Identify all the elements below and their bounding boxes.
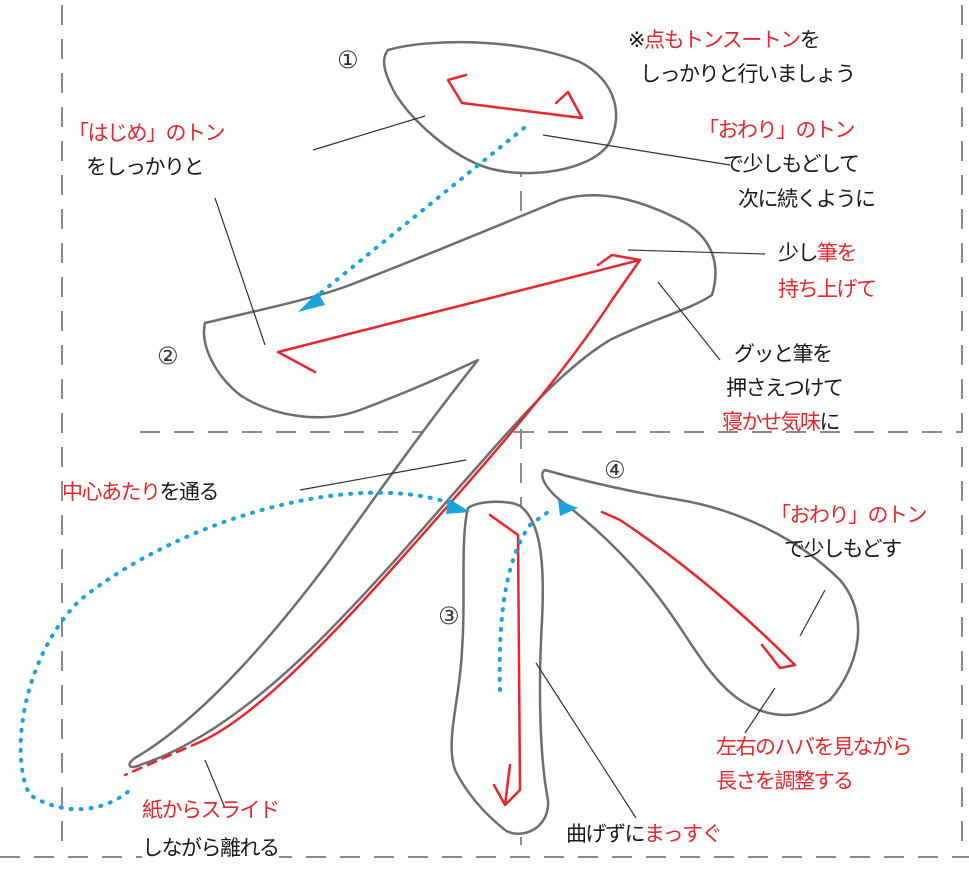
- lift-line1-highlight: 筆を: [817, 241, 856, 265]
- press-line3: 寝かせ気味に: [722, 409, 839, 436]
- note-top-line2: しっかりと行いましょう: [640, 61, 855, 88]
- press-line2: 押さえつけて: [726, 375, 842, 402]
- press-line3-highlight: 寝かせ気味: [722, 410, 820, 434]
- stroke-number-3: ③: [438, 603, 460, 629]
- hajime-highlight: 「はじめ」のトン: [68, 120, 224, 147]
- owari-4-highlight: 「おわり」のトン: [770, 502, 926, 529]
- lift-line1-plain: 少し: [778, 241, 817, 265]
- lift-line2: 持ち上げて: [778, 276, 876, 303]
- straight-label: 曲げずにまっすぐ: [566, 821, 721, 848]
- slide-line1: 紙からスライド: [142, 797, 279, 824]
- owari-1-line2: で少しもどして: [723, 151, 858, 178]
- note-top-highlight: 点もトンスートン: [644, 28, 800, 52]
- owari-4-line2: で少しもどす: [784, 536, 901, 563]
- leader-stroke-1-left: [313, 116, 425, 150]
- slide-line2: しながら離れる: [142, 835, 279, 862]
- center-suffix: を通る: [160, 480, 219, 504]
- note-top-suffix: を: [800, 28, 820, 52]
- note-top-prefix: ※: [628, 28, 644, 52]
- hajime-line2: をしっかりと: [86, 154, 203, 181]
- straight-plain: 曲げずに: [566, 822, 644, 846]
- center-label: 中心あたりを通る: [62, 479, 218, 506]
- press-line1: グッと筆を: [734, 341, 832, 368]
- arrowhead-to-stroke-3: [446, 498, 470, 514]
- balance-line1: 左右のハバを見ながら: [716, 734, 911, 761]
- note-top: ※点もトンスートンを: [628, 27, 819, 54]
- stroke-number-4: ④: [604, 457, 626, 483]
- stroke-number-1: ①: [337, 47, 359, 73]
- leader-straight: [536, 663, 636, 818]
- stroke-number-2: ②: [157, 343, 179, 369]
- center-highlight: 中心あたり: [62, 480, 160, 504]
- owari-1-highlight: 「おわり」のトン: [698, 117, 854, 144]
- balance-line2: 長さを調整する: [716, 768, 853, 795]
- straight-highlight: まっすぐ: [644, 822, 721, 846]
- press-line3-suffix: に: [820, 410, 840, 434]
- owari-1-line3: 次に続くように: [738, 186, 875, 213]
- lift-line1: 少し筆を: [778, 240, 856, 267]
